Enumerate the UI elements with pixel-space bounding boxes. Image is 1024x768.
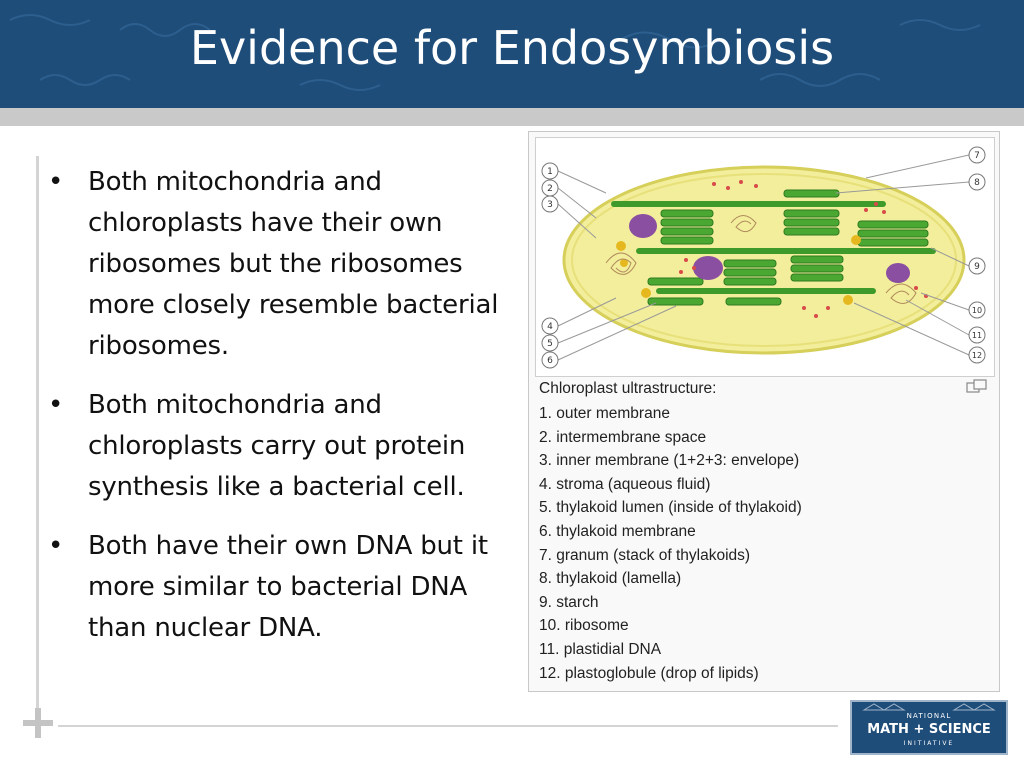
- callout-lines: [557, 154, 970, 361]
- callout-12: 12: [972, 351, 982, 360]
- caption-item: 2. intermembrane space: [539, 428, 707, 446]
- chloroplast-illustration: 1 2 3 4 5 6 7 8 9 10 11 12: [541, 146, 986, 369]
- callout-9: 9: [974, 262, 980, 272]
- caption-item: 7. granum (stack of thylakoids): [539, 546, 751, 564]
- logo-bottom-text: INITIATIVE: [903, 740, 955, 747]
- bullet-item: • Both have their own DNA but it more sim…: [48, 526, 508, 649]
- bullet-text: Both mitochondria and chloroplasts have …: [88, 167, 499, 361]
- callout-6: 6: [547, 356, 553, 366]
- bullet-dot: •: [48, 390, 64, 420]
- thylakoid-lamellae: [611, 201, 936, 294]
- caption-item: 8. thylakoid (lamella): [539, 570, 682, 588]
- callout-11: 11: [972, 331, 982, 340]
- callout-7: 7: [974, 151, 980, 161]
- caption-item: 5. thylakoid lumen (inside of thylakoid): [539, 499, 802, 517]
- ribosomes: [679, 180, 928, 318]
- bullet-item: • Both mitochondria and chloroplasts carr…: [48, 385, 508, 508]
- logo-top-text: NATIONAL: [906, 712, 952, 720]
- caption-item: 12. plastoglobule (drop of lipids): [539, 664, 759, 682]
- plus-icon: [23, 708, 53, 738]
- caption-item: 6. thylakoid membrane: [539, 522, 696, 540]
- header-underline-band: [0, 108, 1024, 126]
- bullet-dot: •: [48, 167, 64, 197]
- caption-item: 10. ribosome: [539, 617, 629, 635]
- callout-4: 4: [547, 322, 553, 332]
- enlarge-icon[interactable]: [966, 379, 988, 395]
- plastoglobules: [616, 235, 861, 305]
- bullet-text: Both have their own DNA but it more simi…: [88, 531, 488, 643]
- bullet-dot: •: [48, 531, 64, 561]
- caption-item: 4. stroma (aqueous fluid): [539, 475, 711, 493]
- bullet-item: • Both mitochondria and chloroplasts have…: [48, 162, 508, 367]
- callout-circles: [541, 146, 986, 369]
- chloroplast-figure: 1 2 3 4 5 6 7 8 9 10 11 12 Chloroplast u…: [528, 131, 1000, 692]
- caption-title: Chloroplast ultrastructure:: [539, 380, 717, 397]
- callout-5: 5: [547, 339, 553, 349]
- logo-mountains-icon: [862, 703, 996, 711]
- left-vertical-rule: [36, 156, 39, 711]
- chloroplast-diagram[interactable]: 1 2 3 4 5 6 7 8 9 10 11 12: [535, 137, 995, 377]
- callout-2: 2: [547, 184, 553, 194]
- callout-10: 10: [972, 306, 982, 315]
- callout-3: 3: [547, 200, 553, 210]
- caption-item: 9. starch: [539, 593, 599, 611]
- callout-1: 1: [547, 167, 553, 177]
- grana-stacks: [647, 189, 929, 306]
- plastidial-dna: [605, 215, 917, 304]
- header-background-pattern: [9, 14, 981, 91]
- callout-8: 8: [974, 178, 980, 188]
- callout-labels: 1 2 3 4 5 6 7 8 9 10 11 12: [547, 151, 982, 366]
- starch-granules: [629, 214, 910, 283]
- caption-item: 11. plastidial DNA: [539, 640, 662, 658]
- caption-list: 1. outer membrane 2. intermembrane space…: [539, 402, 802, 685]
- nmsi-logo: NATIONAL MATH + SCIENCE INITIATIVE: [850, 700, 1008, 755]
- bullet-list: • Both mitochondria and chloroplasts have…: [48, 162, 508, 667]
- logo-main-text: MATH + SCIENCE: [867, 722, 991, 737]
- page-title: Evidence for Endosymbiosis: [189, 21, 835, 75]
- bullet-text: Both mitochondria and chloroplasts carry…: [88, 390, 466, 502]
- title-bar: Evidence for Endosymbiosis: [0, 0, 1024, 108]
- caption-item: 3. inner membrane (1+2+3: envelope): [539, 452, 800, 470]
- caption-item: 1. outer membrane: [539, 405, 670, 422]
- bottom-horizontal-rule: [58, 725, 838, 727]
